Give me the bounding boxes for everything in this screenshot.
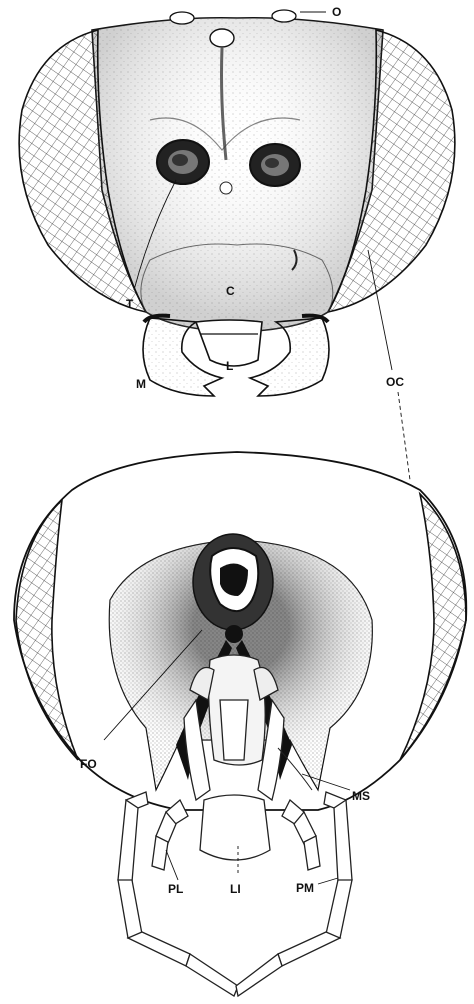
frontal-view [19,10,455,396]
labium [200,795,270,860]
right-ocellus [272,10,296,22]
label-oc: OC [386,375,404,389]
label-fo: FO [80,757,97,771]
posterior-view [14,452,466,996]
label-t: T [126,297,134,311]
label-m: M [136,377,146,391]
label-pm: PM [296,881,314,895]
median-ocellus [210,29,234,47]
mouthparts [184,655,284,860]
left-antennal-socket [157,140,209,184]
right-antennal-socket [250,144,300,186]
label-li: LI [230,882,241,896]
label-o: O [332,5,341,19]
occipital-foramen [193,534,273,630]
label-ms: MS [352,789,370,803]
label-l: L [226,359,233,373]
left-ocellus [170,12,194,24]
label-c: C [226,284,235,298]
label-pl: PL [168,882,183,896]
